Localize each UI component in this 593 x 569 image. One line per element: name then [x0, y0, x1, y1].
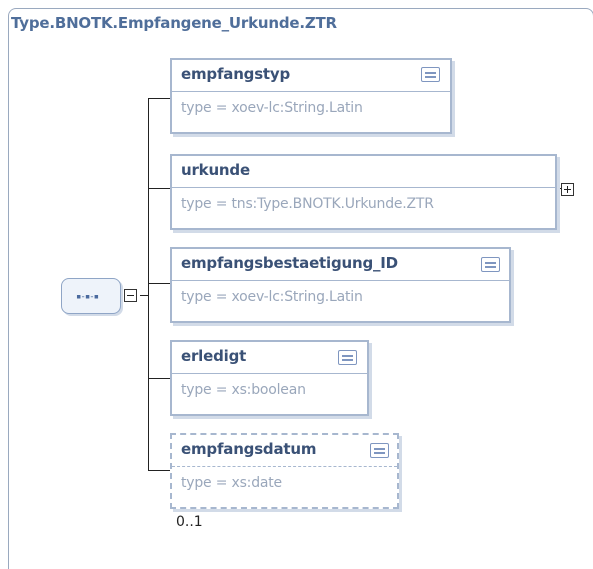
connector-trunk — [148, 98, 149, 471]
connector-branch-empfangsbestaetigung — [148, 283, 170, 284]
element-type: type = xs:boolean — [181, 382, 306, 398]
documentation-icon[interactable] — [370, 443, 389, 458]
occurrence-label: 0..1 — [176, 514, 203, 530]
element-header — [172, 435, 397, 467]
element-name: urkunde — [181, 161, 250, 179]
documentation-icon[interactable] — [421, 67, 440, 82]
connector-urkunde-expand — [555, 188, 561, 189]
element-empfangsbestaetigung-id[interactable]: empfangsbestaetigung_ID type = xoev-lc:S… — [170, 247, 511, 323]
connector-branch-urkunde — [148, 188, 170, 189]
element-name: erledigt — [181, 347, 247, 365]
element-urkunde[interactable]: urkunde type = tns:Type.BNOTK.Urkunde.ZT… — [170, 154, 557, 230]
documentation-icon[interactable] — [338, 350, 357, 365]
element-name: empfangsbestaetigung_ID — [181, 254, 398, 272]
element-type: type = xoev-lc:String.Latin — [181, 100, 363, 116]
element-type: type = tns:Type.BNOTK.Urkunde.ZTR — [181, 196, 434, 212]
urkunde-expand-toggle[interactable] — [561, 183, 574, 196]
connector-branch-empfangsdatum — [148, 470, 170, 471]
connector-branch-erledigt — [148, 378, 170, 379]
element-type: type = xs:date — [181, 475, 282, 491]
element-header — [172, 156, 555, 188]
element-name: empfangsdatum — [181, 440, 317, 458]
sequence-collapse-toggle[interactable] — [124, 289, 137, 302]
sequence-dots-icon: ▪-▪-▪ — [76, 292, 99, 302]
connector-sequence — [140, 295, 149, 296]
connector-branch-empfangstyp — [148, 98, 170, 99]
element-header — [172, 249, 509, 281]
element-type: type = xoev-lc:String.Latin — [181, 289, 363, 305]
sequence-compositor-icon[interactable]: ▪-▪-▪ — [61, 278, 121, 314]
element-empfangstyp[interactable]: empfangstyp type = xoev-lc:String.Latin — [170, 58, 452, 134]
element-name: empfangstyp — [181, 65, 291, 83]
documentation-icon[interactable] — [481, 257, 500, 272]
diagram-title: Type.BNOTK.Empfangene_Urkunde.ZTR — [11, 14, 337, 32]
element-erledigt[interactable]: erledigt type = xs:boolean — [170, 340, 369, 416]
element-empfangsdatum[interactable]: empfangsdatum type = xs:date — [170, 433, 399, 509]
element-header — [172, 342, 367, 374]
element-header — [172, 60, 450, 92]
